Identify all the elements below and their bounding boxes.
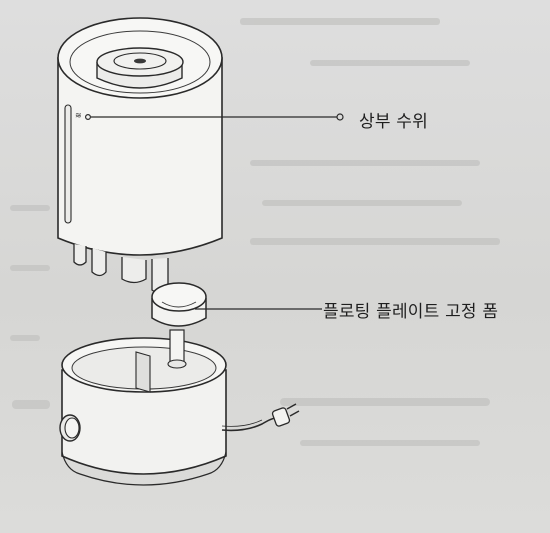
upper-water-tank: ≋ — [57, 17, 223, 294]
label-floating-plate-fixing-foam: 플로팅 플레이트 고정 폼 — [323, 302, 499, 322]
plug-icon — [271, 407, 291, 427]
power-knob — [59, 414, 81, 442]
leader-line-top-water-level — [84, 113, 344, 121]
float-stem — [167, 329, 187, 369]
svg-text:≋: ≋ — [75, 111, 82, 120]
floating-plate-fixing-foam — [151, 282, 207, 327]
water-level-window — [64, 104, 72, 224]
power-cord — [221, 403, 300, 432]
tank-bottom-connectors — [73, 244, 169, 294]
label-top-water-level: 상부 수위 — [359, 112, 428, 132]
tank-top-cap — [96, 47, 184, 89]
lower-base — [59, 329, 227, 486]
